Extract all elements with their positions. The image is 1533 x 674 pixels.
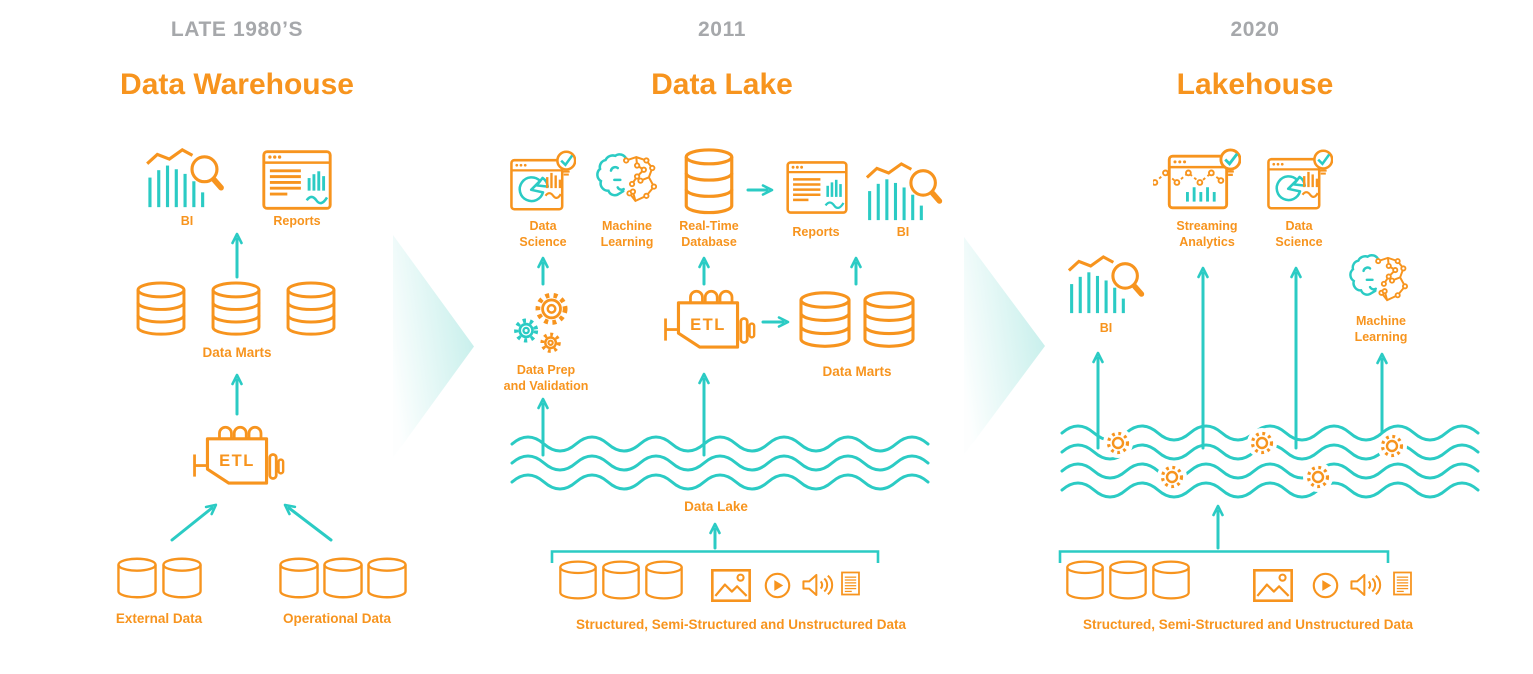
database-icon: [278, 557, 320, 599]
bi-label: BI: [896, 225, 910, 239]
era-label-lakehouse: 2020: [1230, 18, 1280, 41]
data-science-icon: [1267, 149, 1333, 210]
data-prep-label: Data Prep and Validation: [503, 363, 589, 394]
column-title-lakehouse: Lakehouse: [1176, 68, 1334, 101]
arrow-diagonal: [170, 503, 218, 542]
arrow-diagonal: [283, 503, 333, 542]
bi-label: BI: [1099, 321, 1113, 335]
streaming-analytics-icon: [1153, 147, 1241, 216]
image-icon: [711, 569, 751, 602]
machine-learning-icon: [1348, 253, 1410, 305]
video-icon: [1312, 572, 1339, 599]
database-icon: [1150, 560, 1192, 600]
database-icon: [600, 560, 642, 600]
database-icon: [161, 557, 203, 599]
bi-label: BI: [180, 214, 194, 228]
machine-learning-label: Machine Learning: [1354, 314, 1408, 345]
document-icon: [1393, 568, 1412, 599]
database-icon: [1064, 560, 1106, 600]
source-data-label: Structured, Semi-Structured and Unstruct…: [1082, 617, 1414, 632]
reports-icon: [786, 161, 848, 214]
source-data-label: Structured, Semi-Structured and Unstruct…: [575, 617, 907, 632]
audio-icon: [1350, 571, 1383, 599]
source-bracket: [550, 550, 880, 563]
data-lake-icon: [510, 435, 930, 491]
data-science-label: Data Science: [519, 219, 567, 250]
data-prep-icon: [512, 289, 576, 357]
reports-icon: [262, 150, 332, 210]
wave-gears: [1103, 428, 1407, 492]
machine-learning-label: Machine Learning: [600, 219, 654, 250]
reports-label: Reports: [273, 214, 321, 228]
data-science-icon: [510, 150, 576, 211]
column-title-datalake: Data Lake: [651, 68, 793, 101]
etl-label: ETL: [690, 316, 726, 334]
database-icon: [285, 281, 337, 337]
source-bracket: [1058, 550, 1390, 563]
database-icon: [366, 557, 408, 599]
database-icon: [557, 560, 599, 600]
database-icon: [861, 291, 917, 349]
bi-icon: [146, 148, 226, 209]
database-icon: [322, 557, 364, 599]
realtime-database-icon: [683, 148, 735, 215]
realtime-database-label: Real-Time Database: [679, 219, 739, 250]
operational-data-label: Operational Data: [282, 611, 392, 626]
data-science-label: Data Science: [1275, 219, 1323, 250]
machine-learning-icon: [595, 152, 659, 206]
database-icon: [797, 291, 853, 349]
era-label-warehouse: LATE 1980’S: [170, 18, 304, 41]
reports-label: Reports: [792, 225, 840, 239]
image-icon: [1253, 569, 1293, 602]
audio-icon: [802, 571, 835, 599]
etl-label: ETL: [219, 452, 255, 470]
data-marts-label: Data Marts: [822, 364, 892, 379]
era-label-datalake: 2011: [698, 18, 746, 41]
external-data-label: External Data: [115, 611, 203, 626]
database-icon: [1107, 560, 1149, 600]
data-lake-label: Data Lake: [684, 499, 748, 514]
video-icon: [764, 572, 791, 599]
data-marts-label: Data Marts: [202, 345, 272, 360]
streaming-analytics-label: Streaming Analytics: [1176, 219, 1238, 250]
database-icon: [135, 281, 187, 337]
database-icon: [643, 560, 685, 600]
document-icon: [841, 568, 860, 599]
bi-icon: [1068, 255, 1146, 315]
column-title-warehouse: Data Warehouse: [120, 68, 354, 101]
bi-icon: [866, 162, 944, 222]
database-icon: [210, 281, 262, 337]
database-icon: [116, 557, 158, 599]
